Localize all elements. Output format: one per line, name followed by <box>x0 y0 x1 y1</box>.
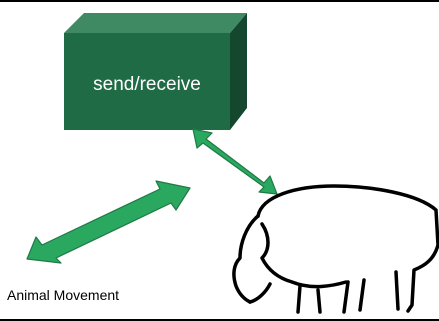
sheep-body-outline <box>256 184 439 314</box>
device-top-face <box>64 13 247 33</box>
sheep-outline-icon <box>232 184 439 314</box>
send-receive-device: send/receive <box>64 13 247 130</box>
device-label: send/receive <box>93 74 201 95</box>
device-side-face <box>230 13 247 130</box>
sheep-front-leg-outline <box>296 284 322 314</box>
device-front-face <box>64 33 230 130</box>
sheep-ear-outline <box>260 222 348 289</box>
device-animal-arrow-shape <box>192 128 278 195</box>
animal-movement-caption: Animal Movement <box>7 287 119 303</box>
animal-movement-arrow <box>26 180 191 264</box>
device-animal-arrow <box>192 128 278 195</box>
animal-movement-arrow-shape <box>26 180 191 264</box>
sheep-head-outline <box>232 214 260 304</box>
sheep-neck-outline <box>248 282 272 304</box>
